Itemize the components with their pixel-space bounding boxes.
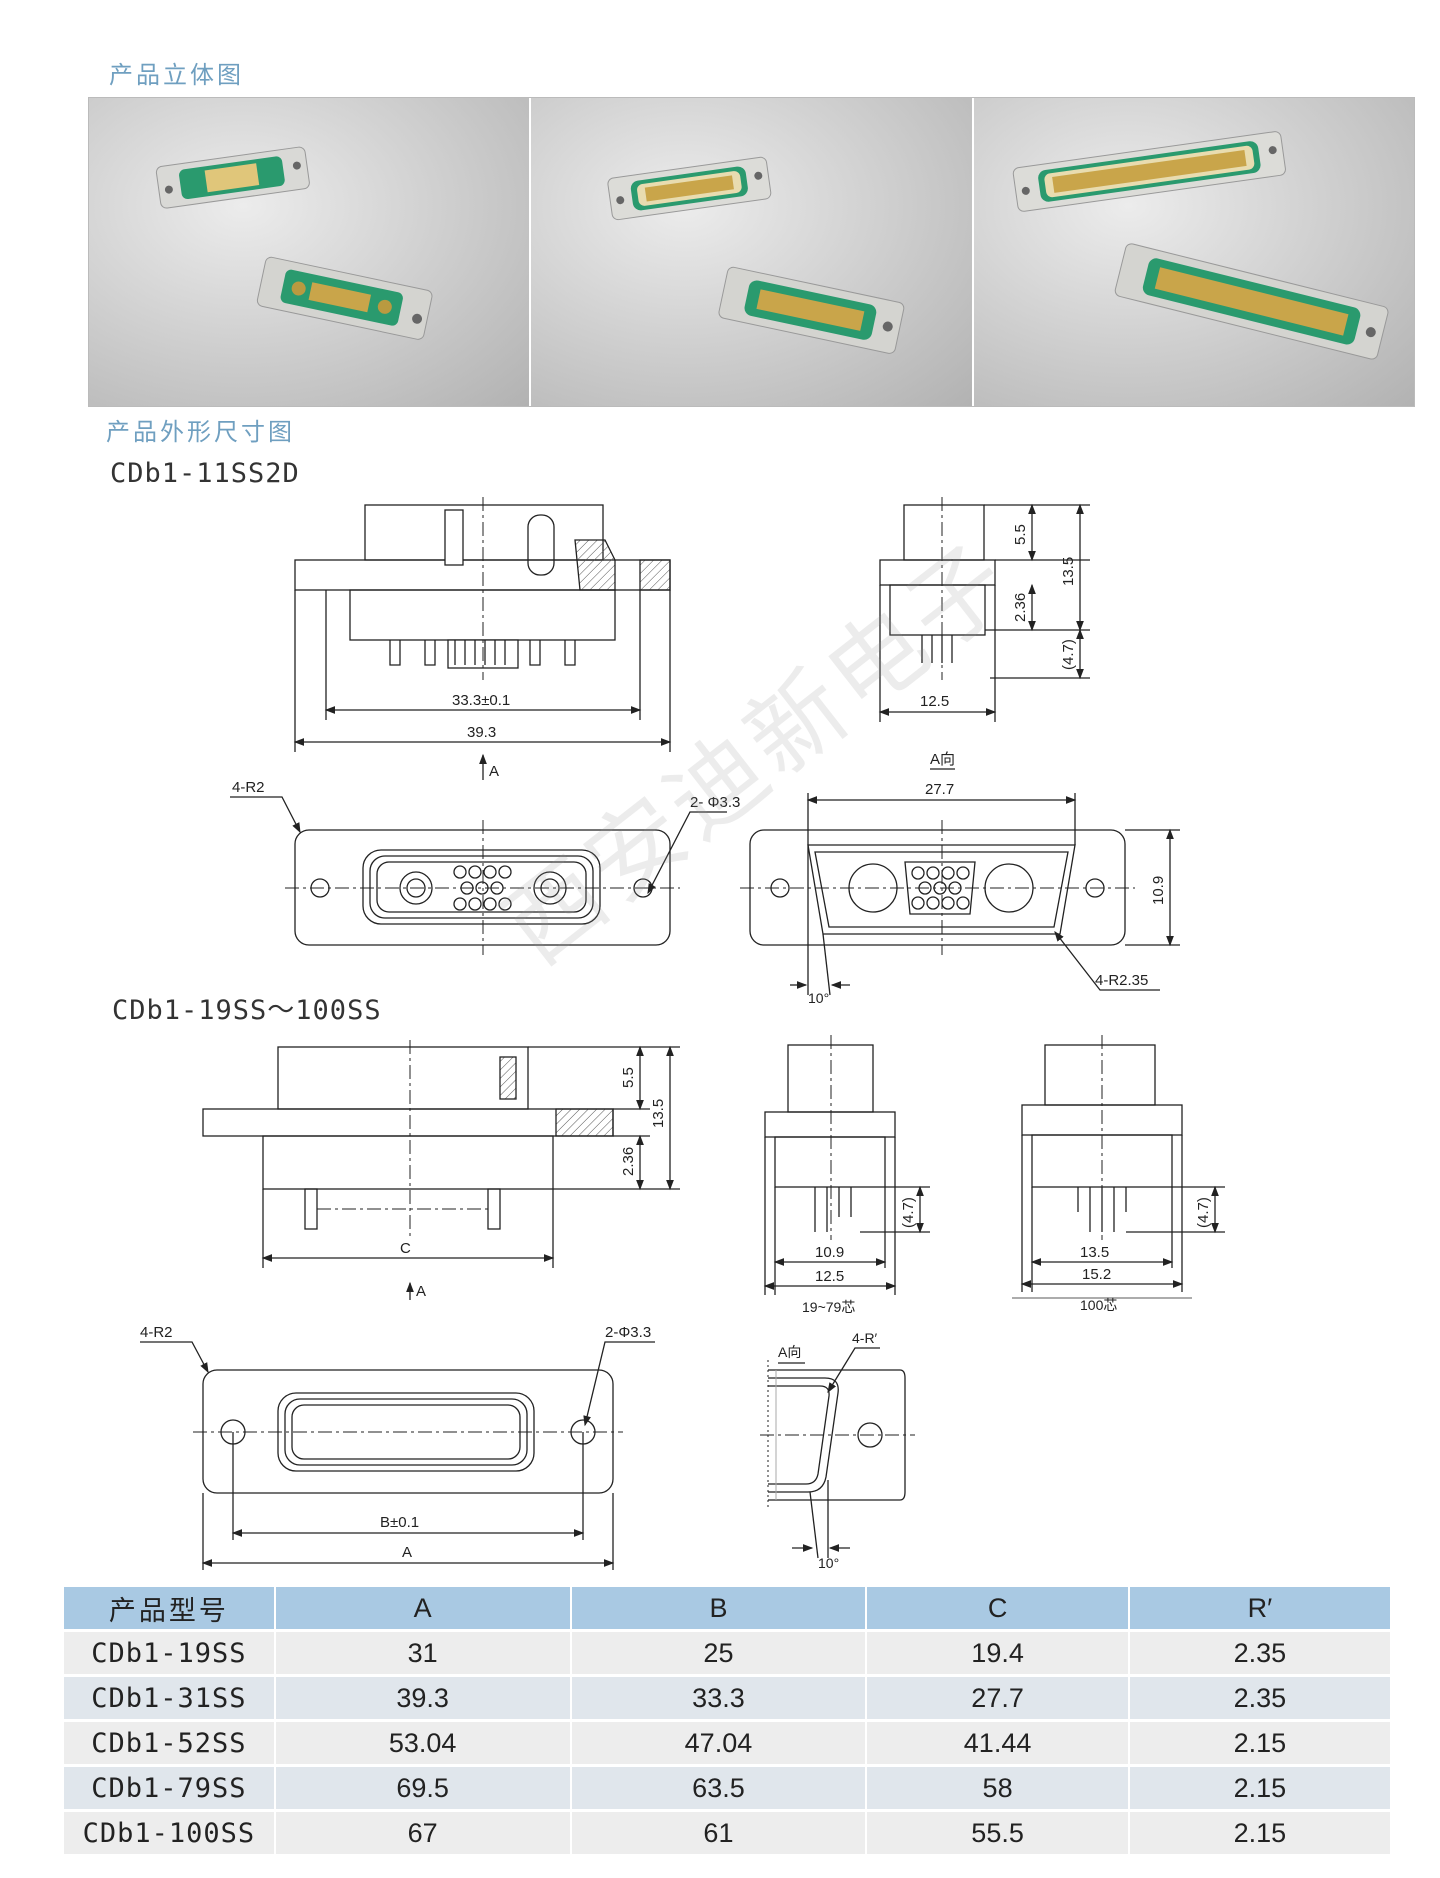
spec-table: 产品型号 A B C R′ CDb1-19SS 31 25 19.4 2.35 … <box>64 1584 1390 1857</box>
dim-a: A <box>402 1544 412 1561</box>
table-cell-model: CDb1-79SS <box>64 1767 274 1809</box>
dim2-2-36: 2.36 <box>620 1147 637 1176</box>
dim2-13-5: 13.5 <box>650 1099 667 1128</box>
dim-13-5: 13.5 <box>1060 557 1077 586</box>
table-cell: 69.5 <box>273 1767 570 1809</box>
product-photo-31ss <box>531 98 974 406</box>
phi-label-1: 2- Φ3.3 <box>690 794 740 811</box>
drawing2-bottom-view <box>140 1341 655 1570</box>
r2-label-2: 4-R2 <box>140 1324 173 1341</box>
r2-35-label: 4-R2.35 <box>1095 972 1148 989</box>
table-cell: 39.3 <box>273 1677 570 1719</box>
table-row: CDb1-19SS 31 25 19.4 2.35 <box>64 1632 1390 1674</box>
dim2-12-5: 12.5 <box>815 1268 844 1285</box>
table-cell-model: CDb1-52SS <box>64 1722 274 1764</box>
phi-label-2: 2-Φ3.3 <box>605 1324 651 1341</box>
table-cell-model: CDb1-31SS <box>64 1677 274 1719</box>
dim-27-7: 27.7 <box>925 781 954 798</box>
drawing1-front-view <box>293 497 672 780</box>
product-photo-11ss2d <box>89 98 532 406</box>
dim-b: B±0.1 <box>380 1514 419 1531</box>
table-cell: 31 <box>273 1632 570 1674</box>
dim2-13-5b: 13.5 <box>1080 1244 1109 1261</box>
table-row: CDb1-52SS 53.04 47.04 41.44 2.15 <box>64 1722 1390 1764</box>
table-header-row: 产品型号 A B C R′ <box>64 1587 1390 1629</box>
table-cell-model: CDb1-100SS <box>64 1812 274 1854</box>
caption-19-79: 19~79芯 <box>802 1299 855 1315</box>
table-row: CDb1-100SS 67 61 55.5 2.15 <box>64 1812 1390 1854</box>
table-cell: 55.5 <box>865 1812 1128 1854</box>
table-header-c: C <box>865 1587 1128 1629</box>
table-cell: 33.3 <box>569 1677 866 1719</box>
table-cell: 27.7 <box>865 1677 1128 1719</box>
r2-label-1: 4-R2 <box>232 779 265 796</box>
dim-2-36: 2.36 <box>1012 593 1029 622</box>
dim-39-3: 39.3 <box>467 724 496 741</box>
view-a-label-1: A向 <box>930 751 955 768</box>
table-cell: 25 <box>569 1632 866 1674</box>
table-cell: 2.15 <box>1127 1812 1390 1854</box>
table-cell-model: CDb1-19SS <box>64 1632 274 1674</box>
table-cell: 41.44 <box>865 1722 1128 1764</box>
dim-33-3: 33.3±0.1 <box>452 692 510 709</box>
table-row: CDb1-79SS 69.5 63.5 58 2.15 <box>64 1767 1390 1809</box>
table-cell: 2.15 <box>1127 1722 1390 1764</box>
table-header-r: R′ <box>1127 1587 1390 1629</box>
product-photo-strip <box>88 97 1415 407</box>
dim2-4-7a: (4.7) <box>900 1197 917 1228</box>
section-title-3d: 产品立体图 <box>109 61 244 89</box>
dim-4-7: (4.7) <box>1060 639 1077 670</box>
dim2-4-7b: (4.7) <box>1195 1197 1212 1228</box>
dim-10-9: 10.9 <box>1150 876 1167 905</box>
table-cell: 67 <box>273 1812 570 1854</box>
drawing2-side-view-19-79 <box>763 1035 930 1295</box>
angle-label-2: 10° <box>818 1555 839 1571</box>
dim2-10-9: 10.9 <box>815 1244 844 1261</box>
dim2-15-2: 15.2 <box>1082 1266 1111 1283</box>
arrow-a-label-1: A <box>489 763 499 780</box>
drawing2-a-view-detail <box>760 1347 915 1559</box>
drawing2-side-view-100 <box>1012 1035 1225 1299</box>
product-photo-100ss <box>973 98 1414 406</box>
dim-12-5: 12.5 <box>920 693 949 710</box>
model-title-11ss2d: CDb1-11SS2D <box>110 458 300 489</box>
dim-c: C <box>400 1240 411 1257</box>
dim-5-5: 5.5 <box>1012 524 1029 545</box>
model-title-19-100ss: CDb1-19SS～100SS <box>112 995 382 1026</box>
table-row: CDb1-31SS 39.3 33.3 27.7 2.35 <box>64 1677 1390 1719</box>
dim2-5-5: 5.5 <box>620 1067 637 1088</box>
view-a-label-2: A向 <box>778 1344 801 1360</box>
drawing1-side-view <box>878 497 1090 722</box>
section-title-dimensions: 产品外形尺寸图 <box>106 418 295 446</box>
drawing1-a-view <box>740 768 1180 996</box>
drawing1-bottom-view <box>230 796 727 955</box>
table-cell: 61 <box>569 1812 866 1854</box>
table-cell: 2.35 <box>1127 1677 1390 1719</box>
table-cell: 63.5 <box>569 1767 866 1809</box>
r-prime-label: 4-R′ <box>852 1330 878 1346</box>
caption-100: 100芯 <box>1080 1297 1117 1313</box>
table-cell: 2.35 <box>1127 1632 1390 1674</box>
table-cell: 53.04 <box>273 1722 570 1764</box>
table-cell: 58 <box>865 1767 1128 1809</box>
dimension-drawings: 33.3±0.1 39.3 A 5.5 13.5 2.36 (4.7) 12.5… <box>140 497 1225 1571</box>
table-cell: 2.15 <box>1127 1767 1390 1809</box>
arrow-a-label-2: A <box>416 1283 426 1300</box>
table-header-model: 产品型号 <box>64 1587 274 1629</box>
table-cell: 19.4 <box>865 1632 1128 1674</box>
table-header-a: A <box>273 1587 570 1629</box>
table-cell: 47.04 <box>569 1722 866 1764</box>
drawing2-front-view <box>202 1040 680 1300</box>
table-header-b: B <box>569 1587 866 1629</box>
angle-label-1: 10° <box>808 990 829 1006</box>
